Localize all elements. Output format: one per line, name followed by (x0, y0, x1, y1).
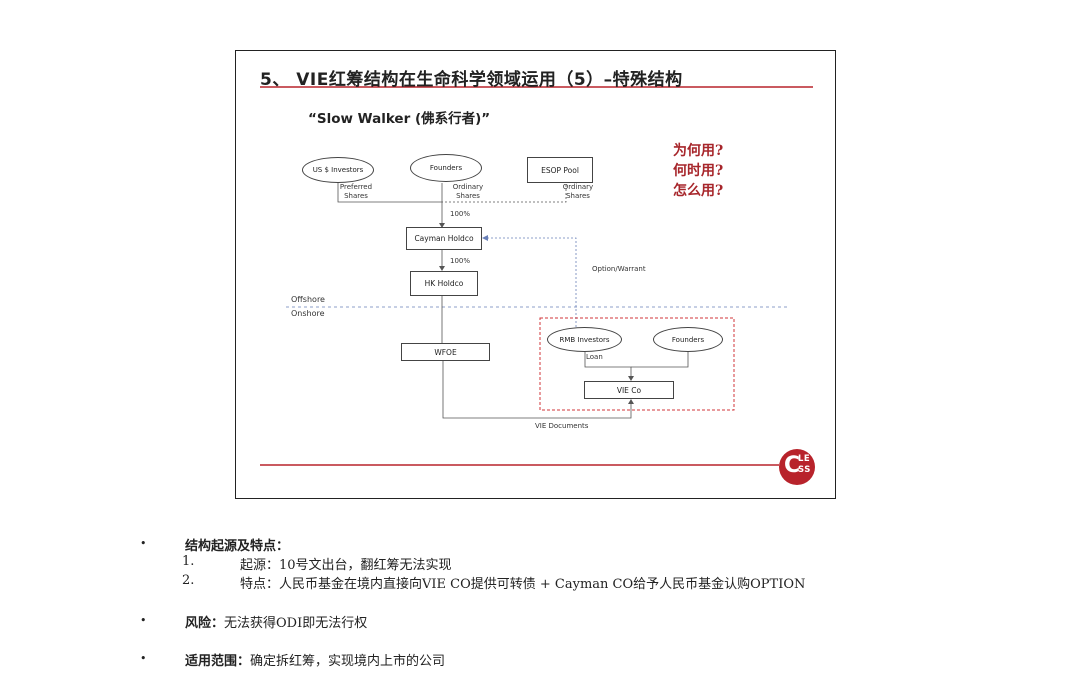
pct-label-2: 100% (450, 257, 471, 265)
risk-text: 无法获得ODI即无法行权 (224, 616, 368, 631)
scope-label: 适用范围： (185, 654, 251, 669)
slide: 5、 VIE红筹结构在生命科学领域运用（5）–特殊结构 “Slow Walker… (235, 50, 836, 499)
vie-co-node: VIE Co (584, 381, 674, 399)
diagram-lines (260, 86, 813, 466)
ordinary-shares-label-1: Ordinary Shares (452, 183, 484, 200)
slide-title: 5、 VIE红筹结构在生命科学领域运用（5）–特殊结构 (260, 70, 683, 90)
logo-ss: SS (798, 465, 811, 475)
founders-onshore-node: Founders (653, 327, 723, 352)
origin-item-1-text: 起源：10号文出台，翻红筹无法实现 (240, 558, 452, 573)
rmb-investors-node: RMB Investors (547, 327, 622, 352)
risk-label: 风险： (185, 616, 225, 631)
bullet-origin: • (140, 537, 147, 550)
us-investors-node: US $ Investors (302, 157, 374, 183)
questions-block: 为何用? 何时用? 怎么用? (673, 141, 753, 201)
slide-subtitle: “Slow Walker (佛系行者)” (308, 111, 491, 127)
vie-documents-label: VIE Documents (535, 422, 589, 430)
loan-label: Loan (586, 353, 603, 361)
wfoe-node: WFOE (401, 343, 490, 361)
question-when: 何时用? (673, 163, 724, 179)
origin-item-2-num: 2. (182, 573, 195, 588)
founders-top-node: Founders (410, 154, 482, 182)
origin-item-2-text: 特点：人民币基金在境内直接向VIE CO提供可转债 + Cayman CO给予人… (240, 577, 806, 592)
origin-item-1-num: 1. (182, 554, 195, 569)
cayman-holdco-node: Cayman Holdco (406, 227, 482, 250)
esop-pool-node: ESOP Pool (527, 157, 593, 183)
question-how: 怎么用? (673, 183, 724, 199)
cless-logo: C LE SS (779, 449, 815, 485)
hk-holdco-node: HK Holdco (410, 271, 478, 296)
bullet-scope: • (140, 652, 147, 665)
onshore-label: Onshore (291, 309, 325, 318)
logo-le: LE (798, 454, 811, 464)
preferred-shares-label: Preferred Shares (339, 183, 373, 200)
pct-label-1: 100% (450, 210, 471, 218)
risk-line: 风险：无法获得ODI即无法行权 (185, 612, 367, 631)
scope-text: 确定拆红筹，实现境内上市的公司 (250, 654, 446, 669)
origin-heading: 结构起源及特点： (185, 539, 290, 554)
ordinary-shares-label-2: Ordinary Shares (562, 183, 594, 200)
offshore-label: Offshore (291, 295, 325, 304)
question-why: 为何用? (673, 143, 724, 159)
bullet-risk: • (140, 614, 147, 627)
option-warrant-label: Option/Warrant (592, 265, 646, 273)
logo-c: C (784, 453, 801, 478)
scope-line: 适用范围：确定拆红筹，实现境内上市的公司 (185, 650, 445, 669)
